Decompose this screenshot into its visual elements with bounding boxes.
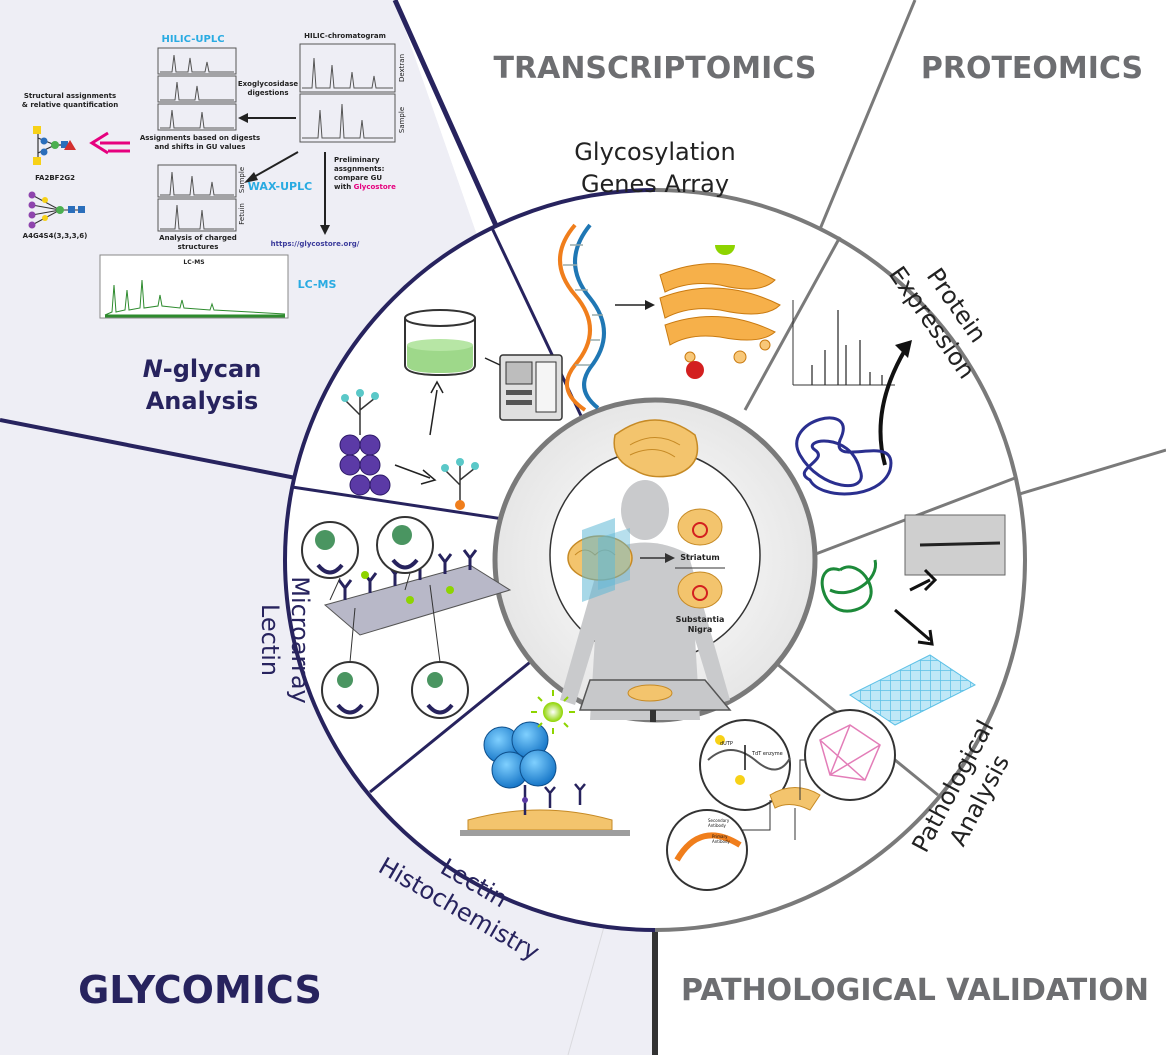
lc-ms-panel: LC-MS — [99, 254, 289, 319]
arrow-wax-head — [244, 172, 258, 183]
svg-text:dUTP: dUTP — [720, 741, 733, 747]
glycomics-title: GLYCOMICS — [78, 968, 322, 1012]
hilic-chromatograms — [157, 47, 237, 131]
glycan-a4g4s4-label: A4G4S4(3,3,3,6) — [23, 232, 88, 240]
dna-arrowhead — [645, 300, 655, 310]
curved-arrowhead — [895, 340, 912, 358]
proteomics-title: PROTEOMICS — [921, 51, 1143, 86]
ring-left-border — [283, 188, 656, 932]
arrow-exo-head — [238, 113, 248, 123]
svg-text:TdT enzyme: TdT enzyme — [751, 751, 783, 757]
dextran-label: Dextran — [398, 54, 406, 82]
ring-right-border — [654, 188, 1027, 932]
hilic-chromatogram-large — [299, 43, 396, 143]
fork-arrow-down — [894, 608, 934, 646]
pathological-validation-title: PATHOLOGICAL VALIDATION — [681, 973, 1149, 1008]
svg-text:Dextran: Dextran — [398, 54, 406, 82]
striatum-brain — [677, 508, 723, 546]
spoke-3 — [369, 648, 546, 794]
svg-text:Sample: Sample — [238, 167, 246, 193]
svg-text:LC-MS: LC-MS — [183, 259, 204, 266]
cerebellum-folds — [629, 437, 681, 458]
svg-text:Sample: Sample — [398, 107, 406, 133]
center-brain — [567, 518, 633, 602]
center-arrowhead — [665, 553, 675, 563]
tunel-assay-icon: dUTP TdT enzyme — [699, 719, 791, 811]
hilic-uplc-label: HILIC-UPLC — [161, 34, 224, 45]
sample-label: Sample — [398, 107, 406, 133]
tissue-slice — [627, 684, 673, 702]
striatum-label: Striatum — [680, 553, 720, 562]
pink-network-icon — [819, 724, 881, 781]
pathology-connectors — [735, 759, 805, 840]
wax-uplc-label: WAX-UPLC — [248, 180, 312, 193]
glycan-a4g4s4-icon — [28, 191, 85, 229]
pink-network-circle — [804, 709, 896, 801]
wax-chromatograms — [157, 164, 237, 232]
fork-arrow-up — [909, 568, 938, 592]
golgi-icon — [659, 245, 781, 379]
membrane-grid-icon — [849, 654, 976, 726]
lc-ms-label: LC-MS — [298, 278, 337, 291]
protein-tangle-blue — [795, 416, 893, 496]
nigra-brain — [677, 571, 723, 609]
structural-assignments-label: Structural assignments& relative quantif… — [22, 92, 118, 109]
lectin-histochemistry-illustration — [460, 690, 630, 836]
fetuin-label: Fetuin — [238, 203, 246, 225]
ms-spectrum-chart — [792, 300, 895, 386]
svg-text:Fetuin: Fetuin — [238, 203, 246, 225]
sample2-label: Sample — [238, 167, 246, 193]
lectin-microarray-label: LectinMicroarray — [256, 576, 314, 704]
glycan-prep-icons — [339, 309, 563, 510]
pathology-tissue-icon — [769, 787, 821, 811]
glycan-fa2bf2g2-label: FA2BF2G2 — [35, 174, 75, 182]
cerebellum-icon — [613, 419, 699, 478]
arrow-glycostore-head — [320, 225, 330, 235]
lectin-microarray-illustration — [301, 516, 512, 719]
dna-icon — [558, 223, 606, 412]
protein-tangle-green — [820, 559, 877, 613]
transcriptomics-title: TRANSCRIPTOMICS — [494, 51, 817, 86]
arrow-wax — [251, 151, 299, 179]
western-blot-icon — [904, 514, 1006, 576]
slide-stand — [650, 710, 656, 722]
magenta-arrow-icon — [89, 131, 130, 155]
spoke-2 — [291, 485, 511, 522]
svg-text:LectinMicroarray: LectinMicroarray — [256, 576, 314, 704]
fluorescent-sun-icon — [543, 702, 563, 722]
glycostore-url[interactable]: https://glycostore.org/ — [271, 240, 360, 248]
glycan-fa2bf2g2-icon — [33, 126, 76, 165]
hilic-chromatogram-label: HILIC-chromatogram — [304, 32, 386, 40]
